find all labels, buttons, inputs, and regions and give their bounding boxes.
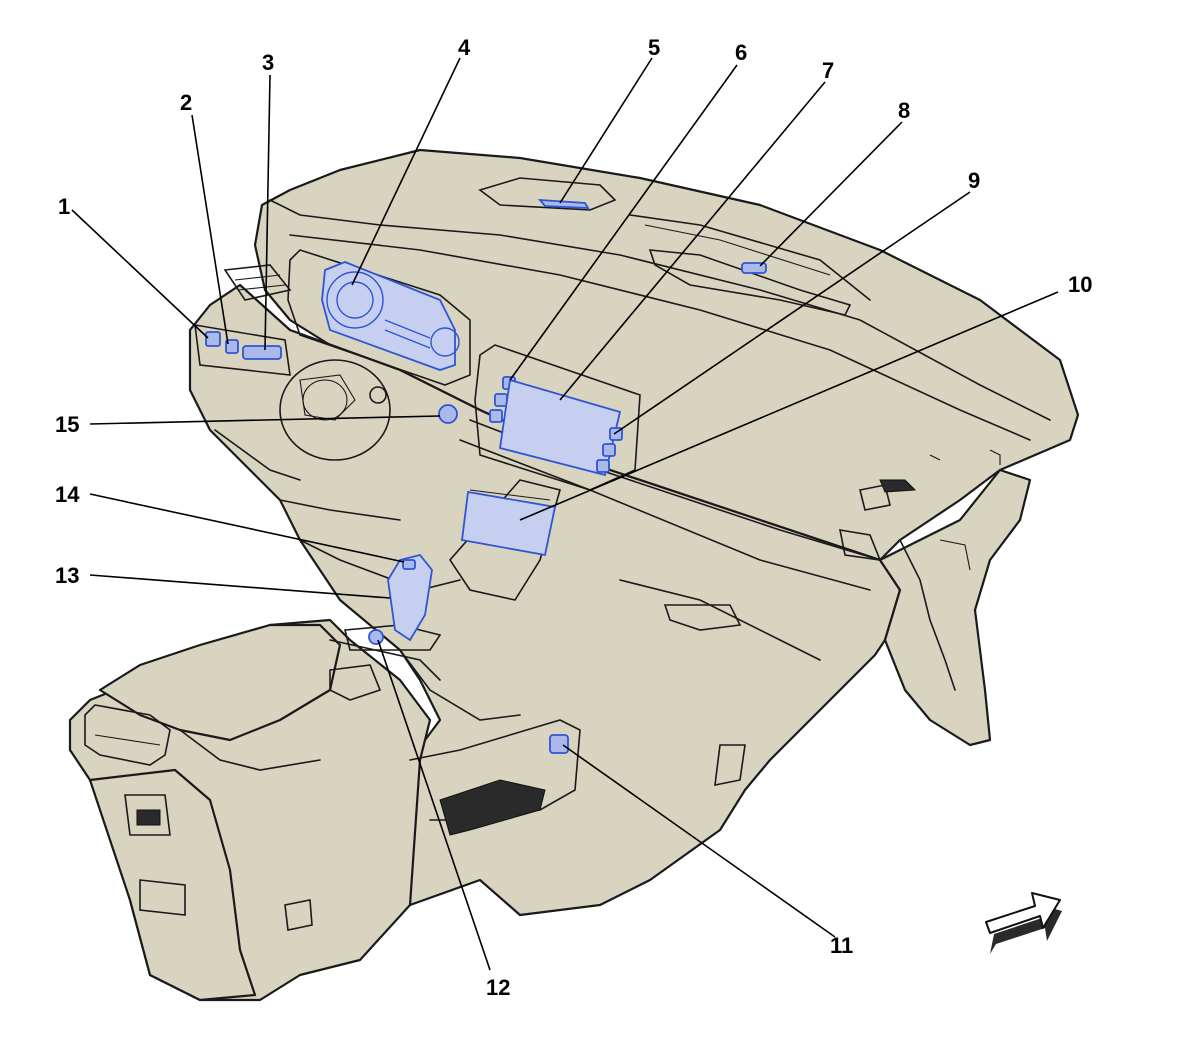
callout-10: 10 bbox=[1068, 272, 1092, 297]
component-1 bbox=[205, 331, 221, 347]
component-13 bbox=[387, 553, 433, 642]
component-14 bbox=[402, 559, 416, 570]
component-5 bbox=[537, 198, 590, 209]
callout-4: 4 bbox=[458, 35, 471, 60]
callout-15: 15 bbox=[55, 412, 79, 437]
callout-6: 6 bbox=[735, 40, 747, 65]
callout-12: 12 bbox=[486, 975, 510, 1000]
component-2 bbox=[225, 339, 239, 354]
highlighted-components bbox=[205, 198, 767, 754]
component-4 bbox=[321, 261, 460, 371]
component-10 bbox=[461, 490, 557, 557]
forward-arrow-icon bbox=[985, 892, 1062, 954]
callout-13: 13 bbox=[55, 563, 79, 588]
component-12 bbox=[368, 629, 384, 645]
callout-labels: 1 2 3 4 5 6 7 8 9 10 11 12 13 14 15 bbox=[55, 35, 1092, 1000]
component-15 bbox=[438, 404, 458, 424]
callout-2: 2 bbox=[180, 90, 192, 115]
callout-8: 8 bbox=[898, 98, 910, 123]
callout-3: 3 bbox=[262, 50, 274, 75]
callout-1: 1 bbox=[58, 194, 70, 219]
panel-detail-lines bbox=[84, 177, 1051, 931]
callout-11: 11 bbox=[830, 933, 853, 958]
component-7 bbox=[498, 378, 622, 477]
callout-9: 9 bbox=[968, 168, 980, 193]
component-3 bbox=[242, 345, 282, 360]
component-11 bbox=[549, 734, 569, 754]
callout-5: 5 bbox=[648, 35, 660, 60]
callout-14: 14 bbox=[55, 482, 80, 507]
callout-7: 7 bbox=[822, 58, 834, 83]
instrument-panel-body bbox=[68, 148, 1080, 1002]
leader-lines bbox=[71, 57, 1059, 971]
